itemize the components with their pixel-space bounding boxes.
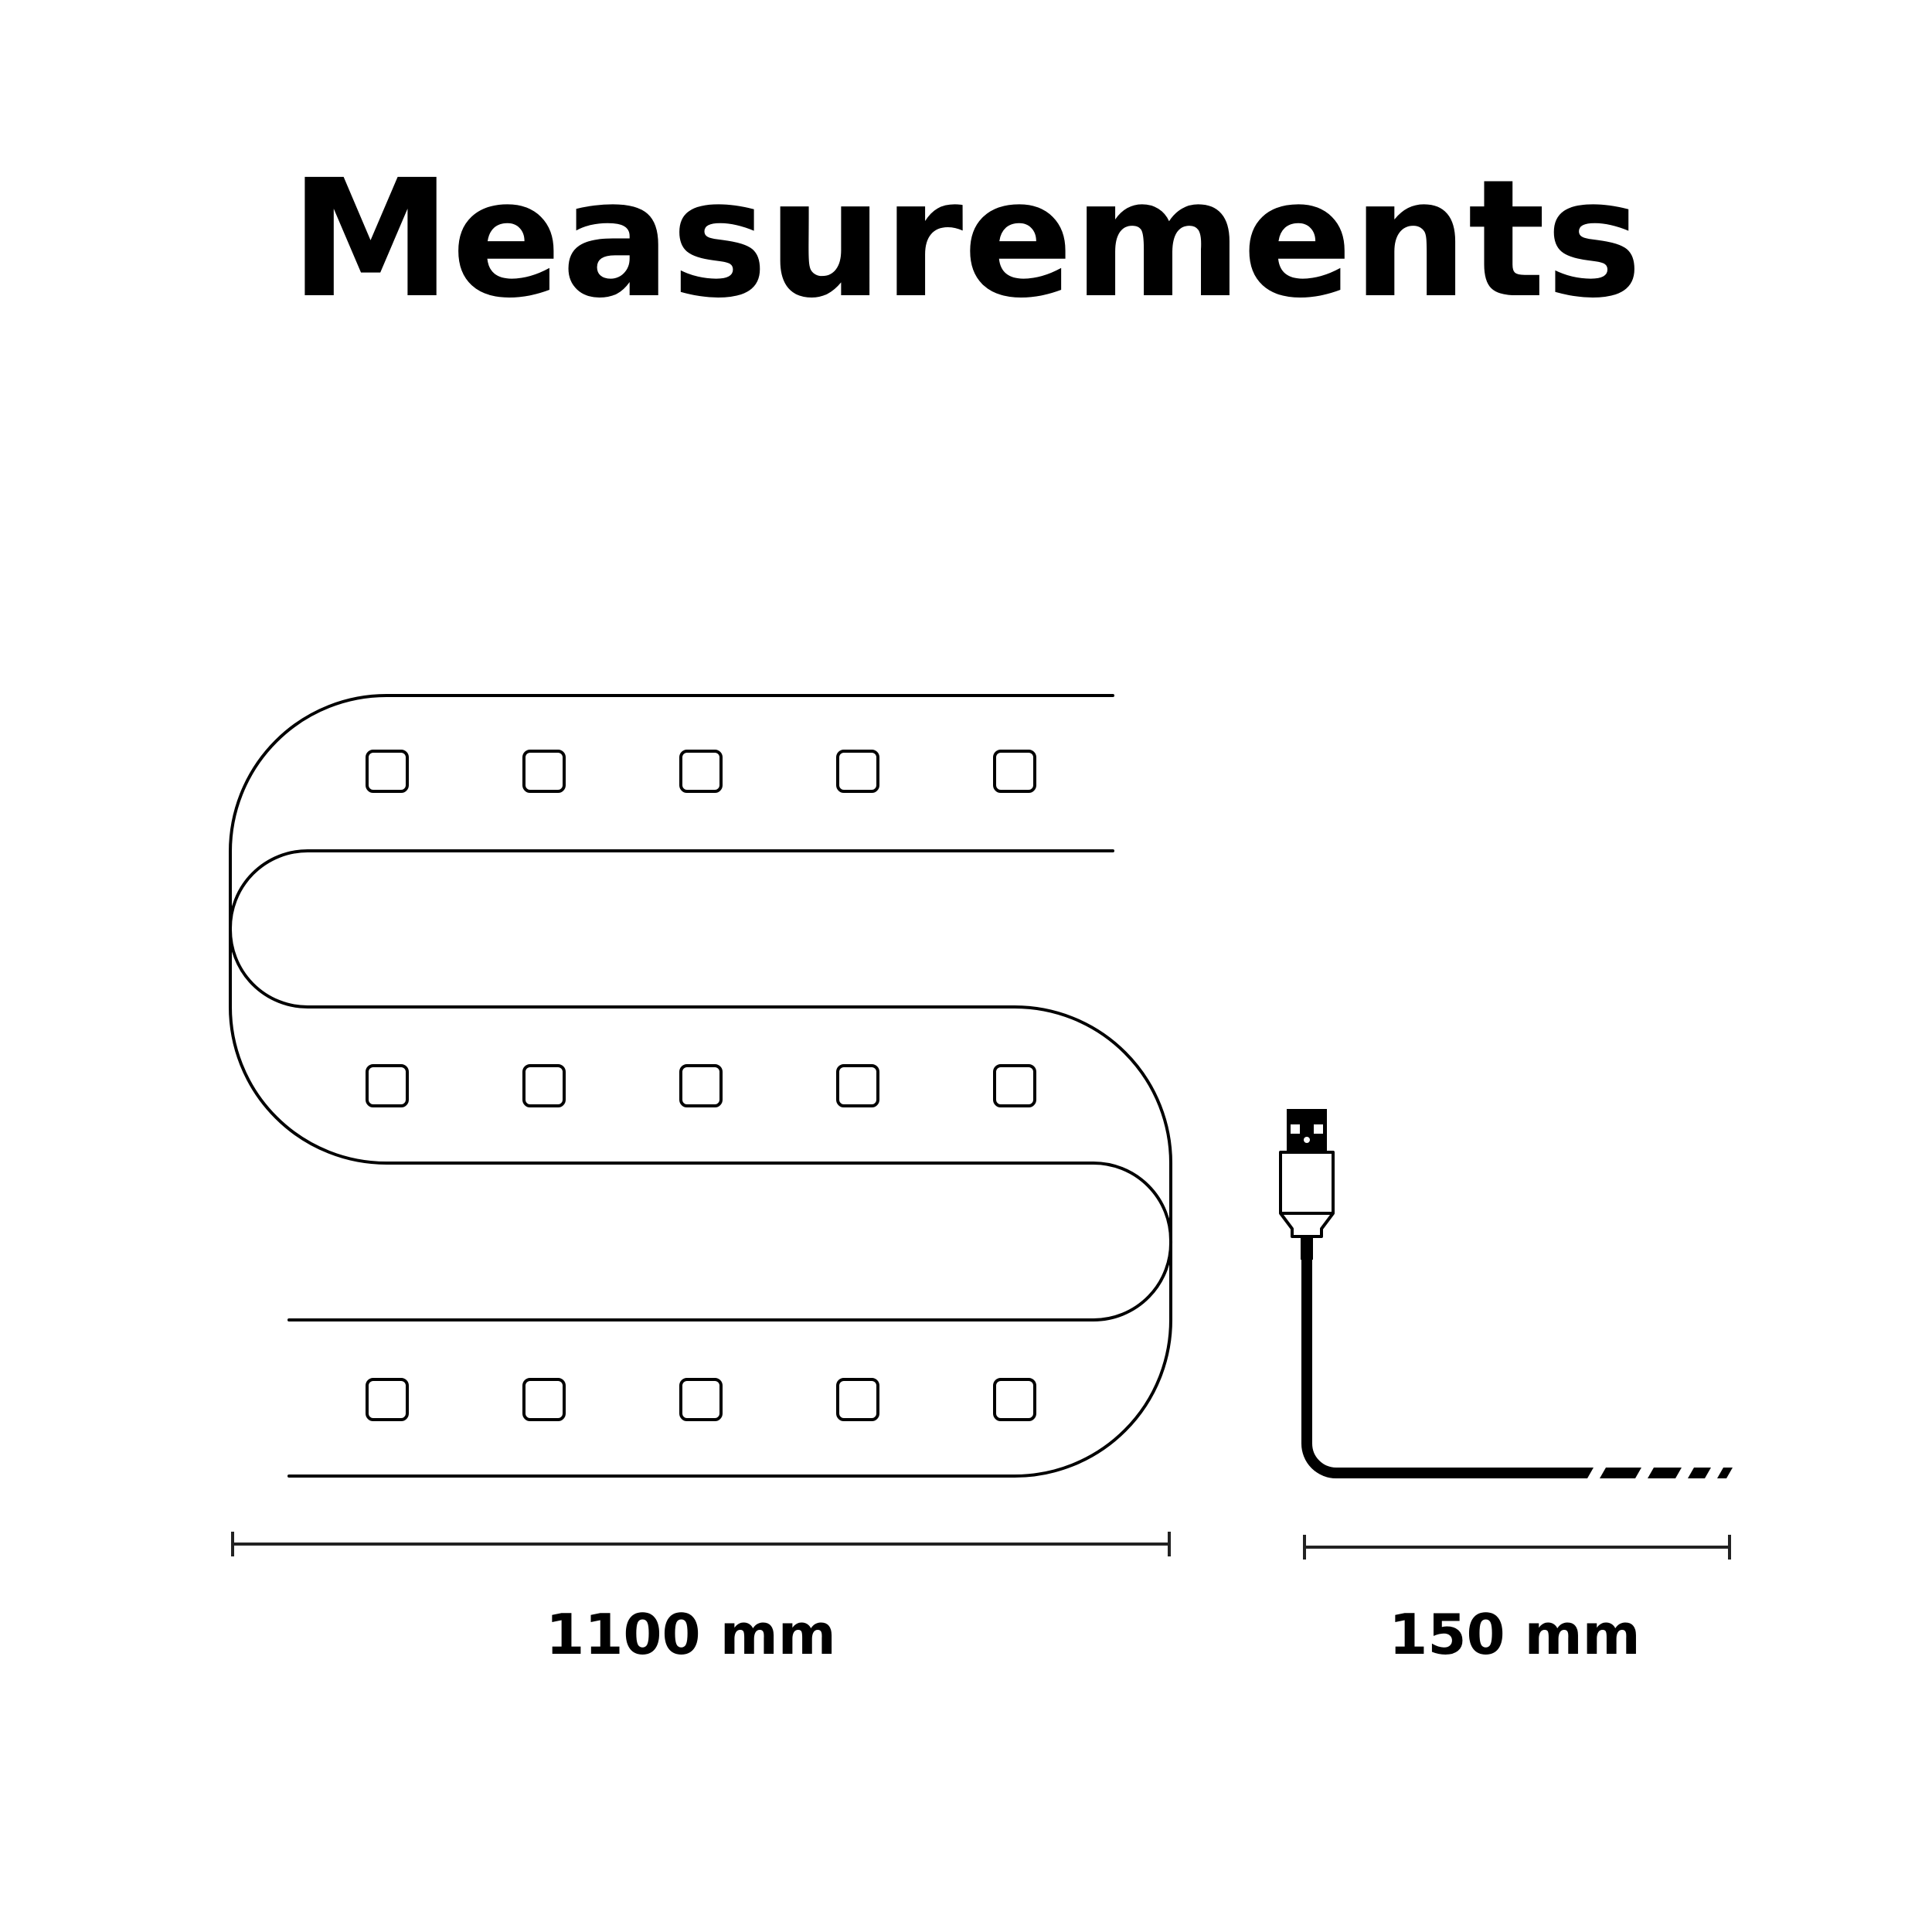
- led-chip: [366, 1378, 409, 1421]
- led-chip: [522, 1064, 566, 1107]
- led-chip: [522, 750, 566, 793]
- led-chip: [679, 1064, 723, 1107]
- usb-cable: [1301, 1256, 1584, 1478]
- led-chip: [679, 1378, 723, 1421]
- led-chip: [366, 750, 409, 793]
- strip-length-label: 1100 mm: [546, 1602, 836, 1667]
- usb-plug-dot: [1304, 1137, 1310, 1143]
- dimension-line-strip: [231, 1532, 1171, 1556]
- dimension-line-cable: [1303, 1535, 1731, 1560]
- led-chip: [366, 1064, 409, 1107]
- led-chip: [522, 1378, 566, 1421]
- cable-length-label: 150 mm: [1389, 1602, 1641, 1667]
- led-chip: [836, 1064, 879, 1107]
- led-chip: [679, 750, 723, 793]
- led-chip: [993, 1378, 1036, 1421]
- usb-plug-hole: [1314, 1124, 1323, 1134]
- usb-plug-hole: [1291, 1124, 1300, 1134]
- usb-plug-body: [1279, 1151, 1335, 1238]
- led-chip: [993, 1064, 1036, 1107]
- usb-plug-neck: [1301, 1236, 1313, 1260]
- led-strip-outer-edge: [229, 694, 1173, 1321]
- led-chip: [836, 1378, 879, 1421]
- led-strip-inner-edge: [228, 849, 1172, 1478]
- led-chip: [836, 750, 879, 793]
- usb-cable-dashed-end: [1578, 1468, 1733, 1478]
- led-chip: [993, 750, 1036, 793]
- led-strip-icon: [228, 694, 1173, 1478]
- page-title: Measurements: [290, 145, 1642, 334]
- led-chips: [366, 750, 1036, 1421]
- usb-connector-icon: [1279, 1109, 1733, 1478]
